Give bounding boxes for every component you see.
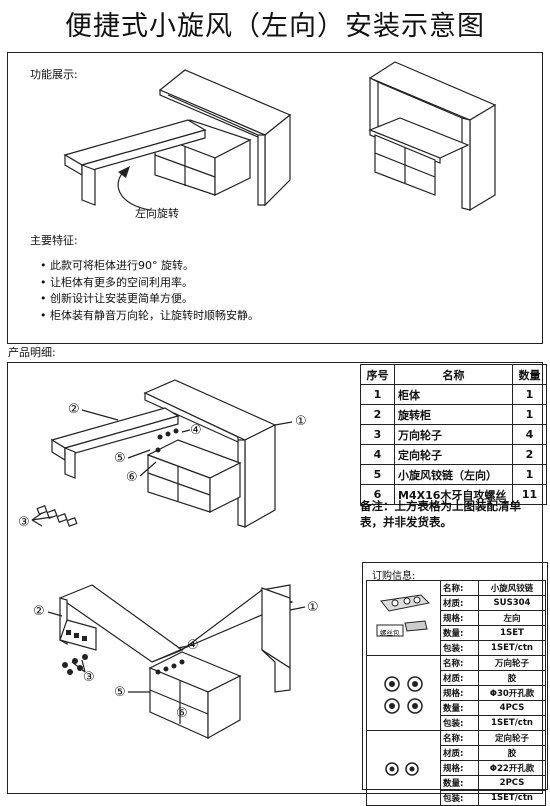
order-value: 胶 xyxy=(478,745,546,761)
row-qty: 2 xyxy=(512,444,547,465)
table-row: 2 旋转柜 1 xyxy=(360,404,547,425)
screw-bag-label: 螺丝包 xyxy=(380,629,400,637)
callout-3b: ③ xyxy=(83,670,95,685)
order-value: 万向轮子 xyxy=(478,655,546,671)
row-qty: 1 xyxy=(512,384,547,405)
row-no: 1 xyxy=(360,384,395,405)
order-value: 胶 xyxy=(478,670,546,686)
function-heading: 功能展示: xyxy=(30,68,78,81)
order-key: 数量: xyxy=(440,775,479,791)
row-name: 柜体 xyxy=(394,384,513,405)
row-no: 4 xyxy=(360,444,395,465)
callout-4b: ④ xyxy=(187,638,199,653)
order-key: 规格: xyxy=(440,760,479,776)
parts-table-header: 序号 名称 数量 xyxy=(360,364,547,385)
header-qty: 数量 xyxy=(512,364,547,385)
callout-1: ① xyxy=(295,414,307,429)
order-key: 包装: xyxy=(440,715,479,731)
row-name: 定向轮子 xyxy=(394,444,513,465)
callout-6: ⑥ xyxy=(126,470,138,485)
order-key: 材质: xyxy=(440,595,479,611)
feature-item: • 让柜体有更多的空间利用率。 xyxy=(40,275,193,289)
product-heading: 产品明细: xyxy=(8,346,56,359)
row-qty: 1 xyxy=(512,404,547,425)
row-no: 3 xyxy=(360,424,395,445)
order-info-table: 螺丝包 名称: 小旋风铰链 材质:SUS304 规格:左向 数量:1SET 包装… xyxy=(366,580,546,806)
row-qty: 11 xyxy=(512,484,547,505)
product-section xyxy=(7,362,543,794)
order-value: 1SET/ctn xyxy=(478,715,546,731)
order-value: 4PCS xyxy=(478,700,546,716)
order-value: 定向轮子 xyxy=(478,730,546,746)
order-key: 数量: xyxy=(440,625,479,641)
callout-5: ⑤ xyxy=(114,451,126,466)
parts-note-1: 备注：上方表格为上图装配清单 xyxy=(360,499,521,513)
feature-item: • 创新设计让安装更简单方便。 xyxy=(40,292,193,305)
order-value: Φ22开孔款 xyxy=(478,760,546,776)
header-name: 名称 xyxy=(394,364,513,385)
order-key: 材质: xyxy=(440,670,479,686)
feature-item: • 柜体装有静音万向轮，让旋转时顺畅安静。 xyxy=(40,308,259,322)
row-qty: 1 xyxy=(512,464,547,485)
order-value: 1SET/ctn xyxy=(478,640,546,656)
order-value: 左向 xyxy=(478,610,546,626)
table-row: 3 万向轮子 4 xyxy=(360,424,547,445)
order-key: 材质: xyxy=(440,745,479,761)
callout-1b: ① xyxy=(307,600,319,615)
rotation-illustration-right xyxy=(368,61,497,212)
hinge-image: 螺丝包 xyxy=(366,580,441,656)
fixed-wheel-image xyxy=(366,730,441,806)
caster-wheel-image xyxy=(366,655,441,731)
callout-6b: ⑥ xyxy=(176,706,188,721)
parts-note-2: 表，并非发货表。 xyxy=(360,515,452,529)
callout-4: ④ xyxy=(190,423,202,438)
order-key: 包装: xyxy=(440,640,479,656)
row-name: 万向轮子 xyxy=(394,424,513,445)
order-key: 包装: xyxy=(440,790,479,806)
order-value: 1SET xyxy=(478,625,546,641)
table-row: 6 M4X16木牙自攻螺丝 11 xyxy=(360,484,547,505)
callout-3: ③ xyxy=(18,515,30,530)
row-name: 小旋风铰链（左向） xyxy=(394,464,513,485)
order-key: 名称: xyxy=(440,730,479,746)
features-heading: 主要特征: xyxy=(30,234,78,247)
order-key: 名称: xyxy=(440,580,479,596)
header-no: 序号 xyxy=(360,364,395,385)
feature-item: • 此款可将柜体进行90° 旋转。 xyxy=(40,259,194,272)
row-qty: 4 xyxy=(512,424,547,445)
order-key: 规格: xyxy=(440,610,479,626)
rotate-label: 左向旋转 xyxy=(135,207,179,220)
callout-2: ② xyxy=(68,402,80,417)
order-value: SUS304 xyxy=(478,595,546,611)
order-key: 名称: xyxy=(440,655,479,671)
row-no: 5 xyxy=(360,464,395,485)
row-name: M4X16木牙自攻螺丝 xyxy=(394,484,513,505)
order-key: 规格: xyxy=(440,685,479,701)
order-value: 1SET/ctn xyxy=(478,790,546,806)
row-name: 旋转柜 xyxy=(394,404,513,425)
order-value: 2PCS xyxy=(478,775,546,791)
table-row: 1 柜体 1 xyxy=(360,384,547,405)
order-value: Φ30开孔款 xyxy=(478,685,546,701)
table-row: 5 小旋风铰链（左向） 1 xyxy=(360,464,547,485)
row-no: 2 xyxy=(360,404,395,425)
parts-table: 序号 名称 数量 1 柜体 1 2 旋转柜 1 3 万向轮子 4 4 定向轮子 … xyxy=(360,364,547,505)
order-key: 数量: xyxy=(440,700,479,716)
function-section xyxy=(7,52,543,344)
features-list: • 此款可将柜体进行90° 旋转。 • 让柜体有更多的空间利用率。 • 创新设计… xyxy=(40,258,259,324)
callout-5b: ⑤ xyxy=(114,685,126,700)
table-row: 4 定向轮子 2 xyxy=(360,444,547,465)
rotation-illustration-left xyxy=(63,69,292,211)
page-title: 便捷式小旋风（左向）安装示意图 xyxy=(65,11,485,42)
order-value: 小旋风铰链 xyxy=(478,580,546,596)
order-info-heading: 订购信息: xyxy=(372,571,416,582)
callout-2b: ② xyxy=(33,604,45,619)
